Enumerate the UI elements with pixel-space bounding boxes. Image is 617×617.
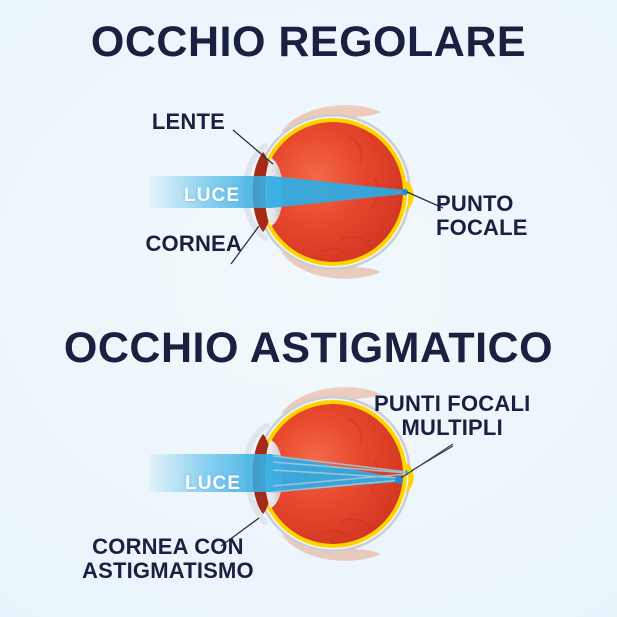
optic-nerve-bump	[401, 178, 414, 212]
callout-cornea: CORNEA	[145, 232, 242, 256]
callout-punti-focali-line-1: PUNTI FOCALI	[374, 391, 531, 416]
leader-cornea	[230, 225, 260, 265]
scattered-rays	[272, 455, 408, 493]
callout-cornea-astig-line-1: CORNEA CON	[92, 534, 244, 559]
section-regular-eye: OCCHIO REGOLARE	[0, 0, 617, 308]
callout-cornea-con-astigmatismo: CORNEA CON ASTIGMATISMO	[82, 535, 254, 583]
callout-punto-focale-line-2: FOCALE	[436, 214, 528, 240]
beam-label-luce-astigmatic: LUCE	[185, 473, 242, 494]
focal-point	[401, 188, 409, 196]
section-astigmatic-eye: OCCHIO ASTIGMATICO	[0, 308, 617, 617]
section-title-regular-eye: OCCHIO REGOLARE	[90, 18, 527, 66]
optic-nerve-bump	[401, 460, 414, 494]
light-beam	[149, 454, 399, 492]
regular-eye-diagram	[149, 105, 444, 279]
callout-punti-focali-line-2: MULTIPLI	[401, 414, 503, 440]
light-beam	[149, 176, 405, 208]
callout-punto-focale-line-1: PUNTO	[436, 191, 514, 216]
section-title-astigmatic-eye: OCCHIO ASTIGMATICO	[63, 324, 554, 372]
callout-lente-line-1: LENTE	[151, 109, 225, 134]
callout-cornea-line-1: CORNEA	[145, 231, 242, 256]
leader-focal-2	[410, 445, 454, 472]
leader-cornea-astig	[220, 517, 260, 547]
beam-label-luce-regular: LUCE	[184, 185, 241, 206]
callout-punti-focali-multipli: PUNTI FOCALI MULTIPLI	[374, 392, 530, 440]
leader-lente	[232, 129, 274, 165]
callout-lente: LENTE	[152, 110, 225, 134]
leader-punto-focale	[406, 191, 444, 209]
astigmatic-eye-diagram	[149, 387, 454, 561]
callout-cornea-astig-line-2: ASTIGMATISMO	[82, 557, 254, 583]
callout-punto-focale: PUNTO FOCALE	[436, 192, 528, 240]
